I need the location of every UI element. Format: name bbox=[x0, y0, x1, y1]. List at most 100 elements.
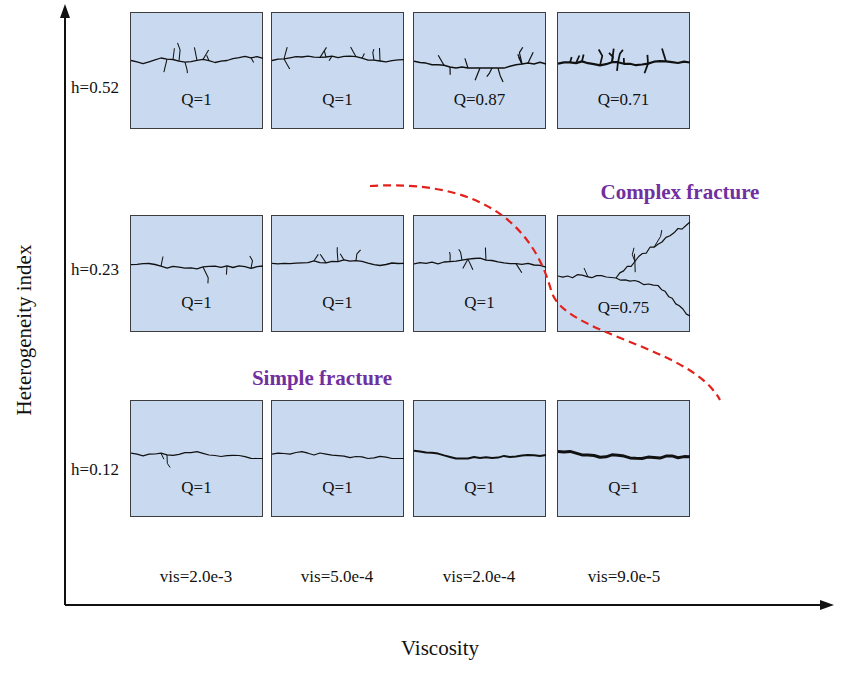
fracture-line bbox=[337, 247, 339, 261]
simulation-panel: Q=1 bbox=[271, 400, 404, 517]
fracture-line bbox=[617, 62, 618, 71]
simulation-panel: Q=0.75 bbox=[557, 215, 690, 332]
q-value: Q=1 bbox=[558, 478, 689, 498]
fracture-line bbox=[618, 50, 623, 62]
fracture-line bbox=[634, 262, 635, 273]
fracture-line bbox=[582, 55, 584, 62]
fracture-line bbox=[226, 266, 228, 275]
simulation-panel: Q=1 bbox=[413, 400, 546, 517]
fracture-line bbox=[320, 47, 327, 57]
fracture-line bbox=[329, 56, 332, 61]
fracture-pattern bbox=[272, 216, 405, 333]
fracture-line bbox=[340, 254, 344, 260]
fracture-line bbox=[570, 57, 572, 63]
fracture-line bbox=[609, 53, 613, 62]
vis-label: vis=5.0e-4 bbox=[301, 567, 373, 587]
fracture-line bbox=[251, 58, 254, 63]
fracture-line bbox=[485, 248, 487, 261]
fracture-line bbox=[272, 56, 404, 62]
fracture-line bbox=[164, 59, 167, 72]
fracture-pattern bbox=[414, 216, 547, 333]
fracture-line bbox=[414, 258, 546, 267]
fracture-line bbox=[449, 67, 450, 75]
q-value: Q=1 bbox=[131, 90, 262, 110]
simulation-panel: Q=0.71 bbox=[557, 12, 690, 129]
fracture-line bbox=[178, 43, 181, 61]
simulation-panel: Q=1 bbox=[413, 215, 546, 332]
fracture-line bbox=[362, 54, 364, 59]
fracture-line bbox=[599, 50, 603, 66]
fracture-line bbox=[438, 55, 444, 65]
fracture-line bbox=[584, 268, 588, 277]
simulation-panel: Q=0.87 bbox=[413, 12, 546, 129]
fracture-line bbox=[516, 264, 522, 273]
fracture-line bbox=[528, 52, 533, 63]
fracture-line bbox=[414, 451, 546, 459]
simulation-panel: Q=1 bbox=[130, 400, 263, 517]
fracture-line bbox=[284, 47, 287, 59]
q-value: Q=1 bbox=[272, 478, 403, 498]
vis-label: vis=9.0e-5 bbox=[588, 567, 660, 587]
h-label: h=0.12 bbox=[71, 460, 119, 480]
fracture-line bbox=[356, 250, 361, 261]
simulation-panel: Q=1 bbox=[557, 400, 690, 517]
fracture-line bbox=[475, 68, 480, 80]
q-value: Q=1 bbox=[414, 293, 545, 313]
vis-label: vis=2.0e-4 bbox=[443, 567, 515, 587]
q-value: Q=0.87 bbox=[414, 90, 545, 110]
fracture-line bbox=[519, 47, 522, 64]
vis-label: vis=2.0e-3 bbox=[160, 567, 232, 587]
fracture-line bbox=[647, 55, 649, 64]
h-label: h=0.52 bbox=[71, 78, 119, 98]
fracture-line bbox=[194, 47, 197, 60]
fracture-line bbox=[465, 58, 468, 68]
fracture-line bbox=[324, 51, 326, 57]
fracture-line bbox=[314, 254, 318, 260]
fracture-line bbox=[558, 451, 690, 458]
q-value: Q=1 bbox=[131, 478, 262, 498]
fracture-line bbox=[373, 49, 374, 60]
y-axis bbox=[64, 14, 66, 605]
fracture-line bbox=[632, 248, 635, 262]
q-value: Q=0.75 bbox=[558, 298, 689, 318]
fracture-pattern bbox=[131, 216, 264, 333]
fracture-line bbox=[616, 222, 690, 278]
region-label: Complex fracture bbox=[598, 180, 763, 205]
fracture-line bbox=[379, 48, 381, 61]
fracture-line bbox=[468, 259, 473, 270]
fracture-pattern bbox=[414, 401, 547, 518]
axis-title: Viscosity bbox=[401, 636, 479, 661]
fracture-pattern bbox=[558, 401, 691, 518]
fracture-line bbox=[576, 56, 579, 64]
fracture-line bbox=[250, 256, 253, 268]
fracture-line bbox=[161, 257, 163, 267]
fracture-pattern bbox=[414, 13, 547, 130]
q-value: Q=1 bbox=[272, 90, 403, 110]
simulation-panel: Q=1 bbox=[130, 215, 263, 332]
fracture-line bbox=[203, 267, 208, 284]
fracture-line bbox=[463, 259, 468, 268]
fracture-line bbox=[351, 47, 356, 57]
fracture-line bbox=[173, 48, 174, 59]
fracture-line bbox=[459, 249, 462, 260]
q-value: Q=1 bbox=[131, 293, 262, 313]
fracture-line bbox=[414, 61, 546, 68]
region-label: Simple fracture bbox=[249, 366, 395, 391]
fracture-pattern bbox=[131, 13, 264, 130]
q-value: Q=0.71 bbox=[558, 90, 689, 110]
fracture-pattern bbox=[272, 13, 405, 130]
fracture-line bbox=[284, 59, 290, 69]
simulation-panel: Q=1 bbox=[130, 12, 263, 129]
x-axis bbox=[65, 604, 822, 606]
regime-boundary bbox=[370, 185, 720, 400]
fracture-line bbox=[167, 455, 170, 468]
axis-title: Heterogeneity index bbox=[12, 245, 37, 416]
arrow-head bbox=[60, 4, 70, 18]
fracture-line bbox=[207, 55, 209, 60]
fracture-line bbox=[498, 68, 503, 82]
fracture-line bbox=[161, 453, 164, 459]
fracture-line bbox=[623, 58, 625, 64]
fracture-line bbox=[320, 254, 326, 263]
fracture-line bbox=[272, 452, 404, 459]
